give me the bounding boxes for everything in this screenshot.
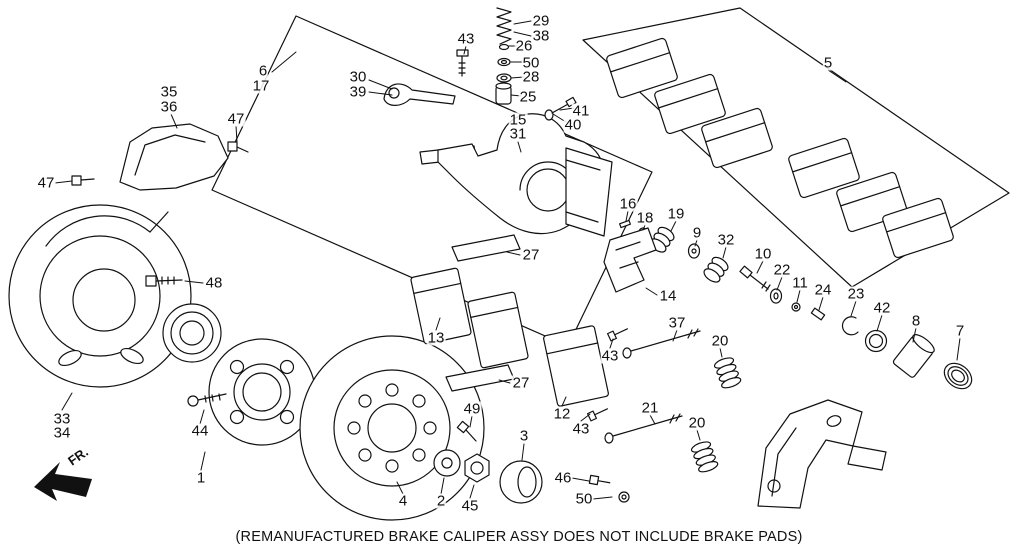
bleed-screw-25 xyxy=(496,83,511,104)
fr-direction-arrow: FR. xyxy=(34,444,92,501)
guide-pin-37 xyxy=(623,329,700,358)
snap-ring-23 xyxy=(842,317,858,335)
pad-shim-27-top xyxy=(452,235,520,261)
guide-pin-21 xyxy=(605,414,682,443)
pin-24 xyxy=(811,308,824,320)
bolt-43-middle xyxy=(608,325,630,341)
spindle-nut-45 xyxy=(465,454,489,482)
bracket-arm-30 xyxy=(384,84,455,105)
wheel-bearing xyxy=(163,304,221,362)
bolt-47-right xyxy=(228,142,248,152)
brake-pad-13 xyxy=(410,268,471,344)
bolt-43-top xyxy=(457,50,468,76)
dust-cover xyxy=(120,124,228,190)
piston-seal-42 xyxy=(866,331,887,352)
piston-boot-7 xyxy=(939,358,976,394)
brake-pad-12 xyxy=(543,325,609,406)
fr-arrow-label: FR. xyxy=(65,444,91,468)
washer-11 xyxy=(792,303,800,311)
washer-50-bottom xyxy=(619,492,629,502)
diagram-caption: (REMANUFACTURED BRAKE CALIPER ASSY DOES … xyxy=(235,529,803,545)
bolt-48 xyxy=(146,276,182,286)
pad-retainer-14 xyxy=(604,228,656,292)
hub-assembly xyxy=(209,339,315,445)
spring-32 xyxy=(702,255,731,285)
bolt-46 xyxy=(589,475,610,486)
brake-pad-set-box xyxy=(583,8,1009,287)
bolt-43-bottom xyxy=(588,405,610,421)
pin-boot-20-top xyxy=(713,356,742,390)
washer-22 xyxy=(771,289,782,303)
washer-2 xyxy=(434,450,460,476)
spring-19 xyxy=(648,225,677,255)
washer-26 xyxy=(500,45,509,50)
piston-8 xyxy=(892,332,936,379)
hub-stud-bolt xyxy=(188,394,226,406)
brake-pad-set xyxy=(606,37,955,258)
washer-50-top xyxy=(498,59,510,66)
brake-pad-middle xyxy=(467,292,528,368)
leader-lines xyxy=(55,21,960,499)
bolt-49 xyxy=(457,421,476,441)
pin-boot-20-bottom xyxy=(690,440,719,474)
pad-spring-29 xyxy=(497,8,511,44)
bolt-10 xyxy=(740,266,770,291)
clip-16 xyxy=(620,220,631,227)
washer-28 xyxy=(497,74,511,82)
splash-guard xyxy=(9,205,191,387)
bolt-47-left xyxy=(72,176,94,185)
washer-9 xyxy=(689,244,700,258)
caliper-body xyxy=(420,114,612,236)
brake-disc xyxy=(300,336,484,520)
caliper-mount-bracket xyxy=(758,400,886,508)
hub-cap-3 xyxy=(500,461,542,503)
